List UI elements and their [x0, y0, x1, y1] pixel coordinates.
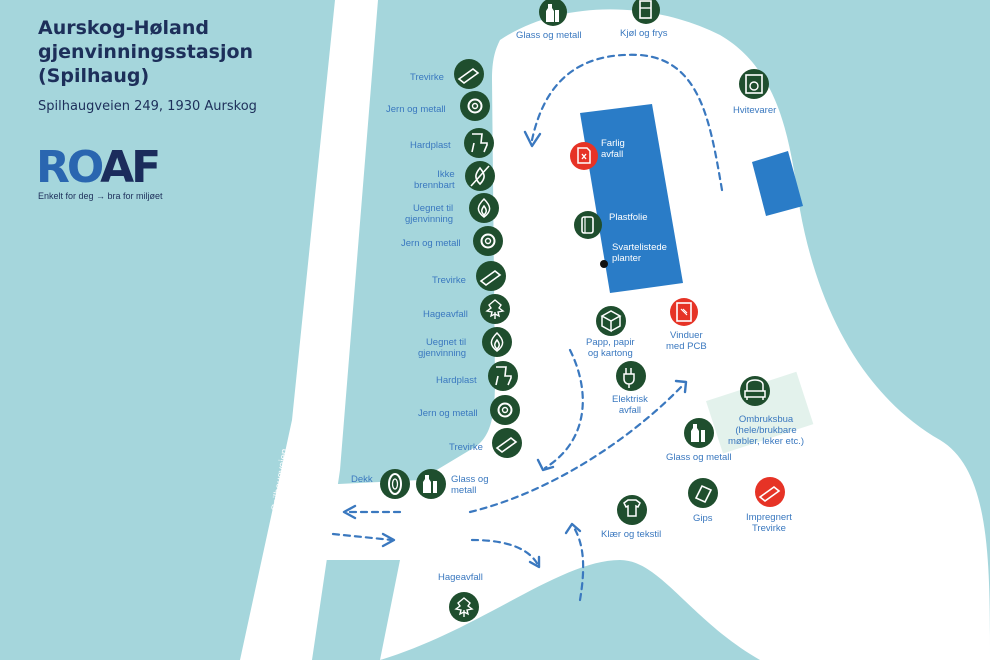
washing-machine-icon[interactable] [739, 69, 769, 99]
address: Spilhaugveien 249, 1930 Aurskog [38, 99, 257, 114]
no-fire-icon[interactable] [465, 161, 495, 191]
label-line: Ombruksbua [738, 414, 794, 425]
label-line: med PCB [666, 341, 707, 352]
page-title: Aurskog-Høland gjenvinningsstasjon (Spil… [38, 16, 318, 88]
label-line: avfall [601, 149, 624, 160]
label-line: Svartelistede [612, 242, 667, 253]
label-line: gjenvinning [405, 214, 454, 225]
label-line: Uegnet til [425, 337, 467, 348]
plank-icon[interactable] [476, 261, 506, 291]
label-hardplast-1: Hardplast [410, 140, 451, 151]
label-trevirke-3: Trevirke [449, 442, 483, 453]
main-building [580, 104, 683, 293]
recycling-station-area [315, 9, 990, 660]
side-building [752, 151, 803, 216]
plug-icon[interactable] [616, 361, 646, 391]
metal-ring-icon[interactable] [460, 91, 490, 121]
shirt-icon[interactable] [617, 495, 647, 525]
label-dekk: Dekk [351, 474, 373, 485]
tire-icon[interactable] [380, 469, 410, 499]
road-spilhaugveien [240, 0, 378, 660]
label-trevirke-2: Trevirke [432, 275, 466, 286]
traffic-arrows [331, 53, 724, 602]
label-line: og kartong [587, 348, 633, 359]
plank-icon[interactable] [492, 428, 522, 458]
title-line: Aurskog-Høland [38, 17, 209, 39]
label-line: Elektrisk [612, 394, 648, 405]
label-line: Impregnert [746, 512, 792, 523]
treated-wood-icon[interactable] [755, 477, 785, 507]
label-glass-mid: Glass og metall [666, 452, 732, 463]
armchair-icon[interactable] [740, 376, 770, 406]
label-hageavfall-1: Hageavfall [423, 309, 468, 320]
label-line: Vinduer [670, 330, 703, 341]
label-klaer: Klær og tekstil [601, 529, 662, 540]
tagline: Enkelt for deg → bra for miljøet [38, 191, 163, 201]
label-line: Uegnet til [412, 203, 454, 214]
label-glass-top: Glass og metall [516, 30, 582, 41]
label-jern-1: Jern og metall [386, 104, 446, 115]
flame-icon[interactable] [482, 327, 512, 357]
label-line: Papp, papir [586, 337, 635, 348]
window-icon[interactable] [670, 298, 698, 326]
metal-ring-icon[interactable] [473, 226, 503, 256]
label-kjol-frys: Kjøl og frys [620, 28, 668, 39]
arrow-heads [342, 130, 688, 569]
label-line: planter [612, 253, 642, 264]
label-line: metall [451, 485, 477, 496]
film-roll-icon[interactable] [574, 211, 602, 239]
label-hageavfall-2: Hageavfall [438, 572, 483, 583]
label-line: (hele/brukbare [735, 425, 797, 436]
bottle-icon[interactable] [539, 0, 567, 26]
label-line: avfall [618, 405, 642, 416]
label-hvitevarer: Hvitevarer [733, 105, 777, 116]
station-markers [380, 0, 785, 622]
roaf-logo: ROAF [36, 146, 161, 190]
label-line: Ikke [437, 169, 455, 180]
label-trevirke-1: Trevirke [410, 72, 444, 83]
title-line: (Spilhaug) [38, 65, 150, 87]
logo-part: AF [100, 142, 161, 193]
label-jern-2: Jern og metall [401, 238, 461, 249]
hazard-icon[interactable] [570, 142, 598, 170]
label-line: gjenvinning [418, 348, 467, 359]
label-line: Trevirke [751, 523, 786, 534]
metal-ring-icon[interactable] [490, 395, 520, 425]
bottle-icon[interactable] [684, 418, 714, 448]
box-icon[interactable] [596, 306, 626, 336]
ombruksbua-area [706, 371, 814, 454]
plastic-chair-icon[interactable] [464, 128, 494, 158]
plank-icon[interactable] [454, 59, 484, 89]
label-line: brennbart [414, 180, 455, 191]
gypsum-icon[interactable] [688, 478, 718, 508]
plastic-chair-icon[interactable] [488, 361, 518, 391]
svartelistede-marker [600, 260, 608, 268]
label-jern-3: Jern og metall [418, 408, 478, 419]
logo-part: RO [36, 142, 103, 193]
label-plastfolie: Plastfolie [609, 212, 648, 223]
bottle-icon[interactable] [416, 469, 446, 499]
title-line: gjenvinningsstasjon [38, 41, 254, 63]
label-hardplast-2: Hardplast [436, 375, 477, 386]
fridge-icon[interactable] [632, 0, 660, 24]
leaf-icon[interactable] [480, 294, 510, 324]
label-line: møbler, leker etc.) [728, 436, 805, 447]
label-line: Glass og [451, 474, 489, 485]
flame-icon[interactable] [469, 193, 499, 223]
leaf-icon[interactable] [449, 592, 479, 622]
label-gips: Gips [693, 513, 713, 524]
label-line: Farlig [601, 138, 625, 149]
